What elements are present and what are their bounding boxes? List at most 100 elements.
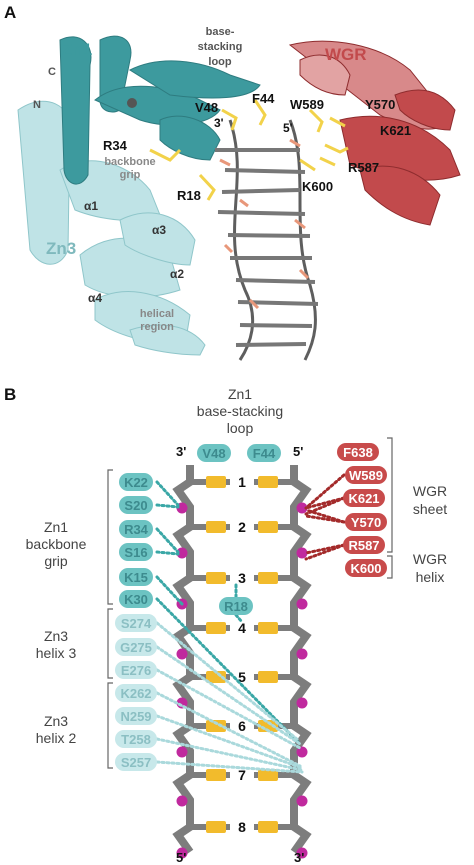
wgr-helix-label-1: WGR bbox=[413, 551, 447, 567]
contact-s257 bbox=[155, 760, 304, 774]
title-line-3: loop bbox=[227, 420, 254, 436]
base-stacking-loop-line-2: stacking bbox=[198, 41, 243, 53]
residue-f44-pill bbox=[247, 444, 281, 462]
residue-k15-pill bbox=[119, 568, 153, 586]
phosphate bbox=[296, 598, 308, 610]
panel-a-labels: Zn1 WGR C N base- stacking loop V48 F44 … bbox=[33, 26, 411, 333]
zn3-label: Zn3 bbox=[46, 239, 76, 258]
three-prime-label: 3' bbox=[214, 116, 224, 130]
residue-k15-label: K15 bbox=[124, 570, 148, 585]
contact-k262 bbox=[155, 691, 302, 768]
base-pair-number: 5 bbox=[238, 669, 246, 685]
phosphate bbox=[296, 795, 308, 807]
base-block bbox=[258, 476, 278, 488]
residue-r587-label: R587 bbox=[348, 538, 379, 553]
base-block bbox=[258, 572, 278, 584]
residue-y570-label: Y570 bbox=[351, 515, 381, 530]
residue-k600-pill bbox=[345, 559, 387, 577]
residue-g275-pill bbox=[115, 638, 157, 656]
base-block bbox=[206, 671, 226, 683]
phosphate bbox=[296, 502, 308, 514]
base-pair-number: 7 bbox=[238, 767, 246, 783]
residue-s20-label: S20 bbox=[124, 498, 147, 513]
residue-k621-label: K621 bbox=[348, 491, 379, 506]
residue-e276-pill bbox=[115, 661, 157, 679]
zn1-label: Zn1 bbox=[62, 40, 92, 59]
alpha2-label: α2 bbox=[170, 267, 184, 281]
base-block bbox=[206, 769, 226, 781]
residue-k600-label: K600 bbox=[350, 561, 381, 576]
residue-r34-pill bbox=[119, 520, 153, 538]
residue-r18-label: R18 bbox=[224, 599, 248, 614]
residue-s274-label: S274 bbox=[121, 616, 152, 631]
residue-r34-label: R34 bbox=[124, 522, 149, 537]
top-right-end: 5' bbox=[293, 444, 303, 459]
contact-k15 bbox=[155, 575, 184, 606]
residue-k30-label: K30 bbox=[124, 592, 148, 607]
f44-label: F44 bbox=[252, 91, 275, 106]
contact-k30 bbox=[155, 597, 300, 744]
contact-s20 bbox=[155, 503, 180, 509]
backbone-grip-line-2: grip bbox=[120, 169, 141, 181]
residue-y570-pill bbox=[345, 513, 387, 531]
contact-lines bbox=[155, 473, 346, 774]
residue-t258-pill bbox=[115, 730, 157, 748]
residue-k262-label: K262 bbox=[120, 686, 151, 701]
base-pair-number-bg bbox=[230, 569, 254, 587]
phosphate bbox=[176, 847, 188, 859]
base-pair-number-bg bbox=[230, 766, 254, 784]
base-pair-number-bg bbox=[230, 668, 254, 686]
panel-b-letter: B bbox=[4, 385, 16, 404]
alpha3-label: α3 bbox=[152, 223, 166, 237]
base-block bbox=[258, 769, 278, 781]
zinc-ion-icon bbox=[127, 98, 137, 108]
five-prime-label: 5' bbox=[283, 121, 293, 135]
residue-r18-pill bbox=[219, 597, 253, 615]
zn3-h3-label-2: helix 3 bbox=[36, 645, 77, 661]
phosphate bbox=[296, 697, 308, 709]
base-block bbox=[258, 671, 278, 683]
top-left-end: 3' bbox=[176, 444, 186, 459]
r34-label: R34 bbox=[103, 138, 128, 153]
dna-duplex bbox=[215, 119, 319, 361]
base-block bbox=[206, 821, 226, 833]
residue-k621-pill bbox=[343, 489, 385, 507]
residue-s257-pill bbox=[115, 753, 157, 771]
backbone-grip-line-1: backbone bbox=[104, 156, 155, 168]
residue-n259-label: N259 bbox=[120, 709, 151, 724]
v48-label: V48 bbox=[195, 100, 218, 115]
group-brackets bbox=[107, 437, 393, 769]
contact-w589 bbox=[304, 473, 346, 510]
residue-f638-label: F638 bbox=[343, 445, 373, 460]
base-block bbox=[258, 521, 278, 533]
base-block bbox=[206, 476, 226, 488]
residue-r587-pill bbox=[343, 536, 385, 554]
base-stacking-loop-line-3: loop bbox=[208, 56, 231, 68]
contact-s16 bbox=[155, 550, 180, 556]
contact-e276 bbox=[155, 668, 302, 750]
bottom-right-end: 3' bbox=[294, 850, 304, 865]
phosphate bbox=[296, 746, 308, 758]
residue-t258-label: T258 bbox=[121, 732, 151, 747]
zn3-h2-label-2: helix 2 bbox=[36, 730, 77, 746]
residue-k262-pill bbox=[115, 684, 157, 702]
residue-s257-label: S257 bbox=[121, 755, 151, 770]
title-line-2: base-stacking bbox=[197, 403, 283, 419]
residue-k30-pill bbox=[119, 590, 153, 608]
zn3-h2-label-1: Zn3 bbox=[44, 713, 68, 729]
base-pair-number: 8 bbox=[238, 819, 246, 835]
zn1-grip-label-3: grip bbox=[44, 553, 68, 569]
phosphate bbox=[176, 746, 188, 758]
contact-k621-b bbox=[304, 496, 346, 516]
residue-w589-label: W589 bbox=[349, 468, 383, 483]
phosphate bbox=[296, 847, 308, 859]
residue-s274-pill bbox=[115, 614, 157, 632]
contact-n259 bbox=[155, 714, 304, 770]
residue-w589-pill bbox=[345, 466, 387, 484]
residue-v48-pill bbox=[197, 444, 231, 462]
base-pair-number-bg bbox=[230, 818, 254, 836]
zn1-domain-ribbon bbox=[59, 35, 261, 185]
base-pair-number: 6 bbox=[238, 718, 246, 734]
base-pair-number-bg bbox=[230, 717, 254, 735]
w589-label: W589 bbox=[290, 97, 324, 112]
